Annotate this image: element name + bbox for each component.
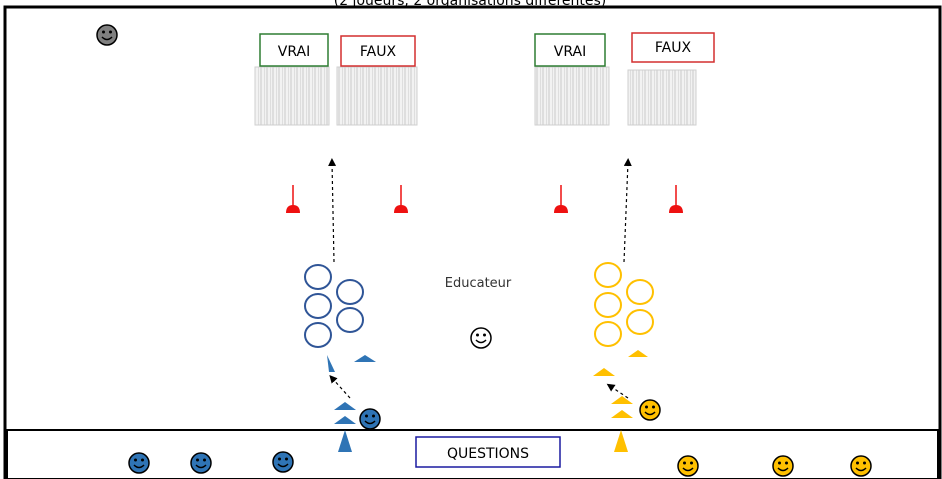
ring-icon — [336, 279, 364, 305]
cone-icon — [286, 185, 300, 213]
left-arrow-icon — [328, 158, 337, 263]
blue-marker-icon — [334, 416, 356, 424]
yellow-run-arrow-icon — [606, 383, 629, 399]
questions-box — [415, 436, 561, 468]
questions-label: QUESTIONS — [447, 446, 529, 462]
ring-icon — [626, 279, 654, 305]
educator-label: Educateur — [445, 276, 512, 291]
yellow-marker-icon — [614, 430, 628, 452]
left-true-box — [259, 33, 329, 67]
left-false-box — [340, 35, 416, 67]
yellow-player-smiley-icon — [677, 455, 699, 477]
right-rings — [594, 262, 654, 347]
right-false-label: FAUX — [655, 40, 692, 56]
left-true-label: VRAI — [278, 44, 310, 60]
right-arrow-icon — [623, 158, 632, 263]
educator-smiley-icon — [470, 327, 492, 349]
blue-player-smiley-icon — [190, 452, 212, 474]
blue-player-smiley-icon — [359, 408, 381, 430]
left-rings — [304, 264, 364, 348]
blue-marker-icon — [327, 355, 335, 372]
blue-marker-icon — [334, 402, 356, 410]
left-false-goal-icon — [336, 66, 418, 126]
field-frame — [3, 5, 942, 479]
right-true-goal-icon — [534, 66, 610, 126]
blue-marker-icon — [338, 430, 352, 452]
left-false-label: FAUX — [360, 44, 397, 60]
ring-icon — [304, 322, 332, 348]
cone-icon — [669, 185, 683, 213]
header-caption: (2 joueurs, 2 organisations différentes) — [334, 0, 607, 9]
yellow-marker-icon — [611, 396, 633, 404]
right-true-box — [534, 33, 606, 67]
start-band — [6, 429, 939, 479]
ring-icon — [594, 321, 622, 347]
right-true-label: VRAI — [554, 44, 586, 60]
left-true-goal-icon — [254, 66, 330, 126]
right-false-goal-icon — [627, 69, 697, 126]
yellow-player-smiley-icon — [850, 455, 872, 477]
ring-icon — [336, 307, 364, 333]
right-false-box — [631, 32, 715, 63]
yellow-marker-icon — [628, 350, 648, 357]
yellow-player-smiley-icon — [639, 399, 661, 421]
blue-marker-icon — [354, 355, 376, 362]
yellow-marker-icon — [611, 410, 633, 418]
cone-icon — [554, 185, 568, 213]
yellow-player-smiley-icon — [772, 455, 794, 477]
ring-icon — [594, 262, 622, 288]
grey-player-smiley-icon — [96, 24, 118, 46]
ring-icon — [594, 292, 622, 318]
ring-icon — [626, 309, 654, 335]
cone-icon — [394, 185, 408, 213]
blue-player-smiley-icon — [128, 452, 150, 474]
ring-icon — [304, 264, 332, 290]
yellow-marker-icon — [593, 368, 615, 376]
blue-run-arrow-icon — [329, 375, 351, 399]
blue-player-smiley-icon — [272, 451, 294, 473]
ring-icon — [304, 293, 332, 319]
